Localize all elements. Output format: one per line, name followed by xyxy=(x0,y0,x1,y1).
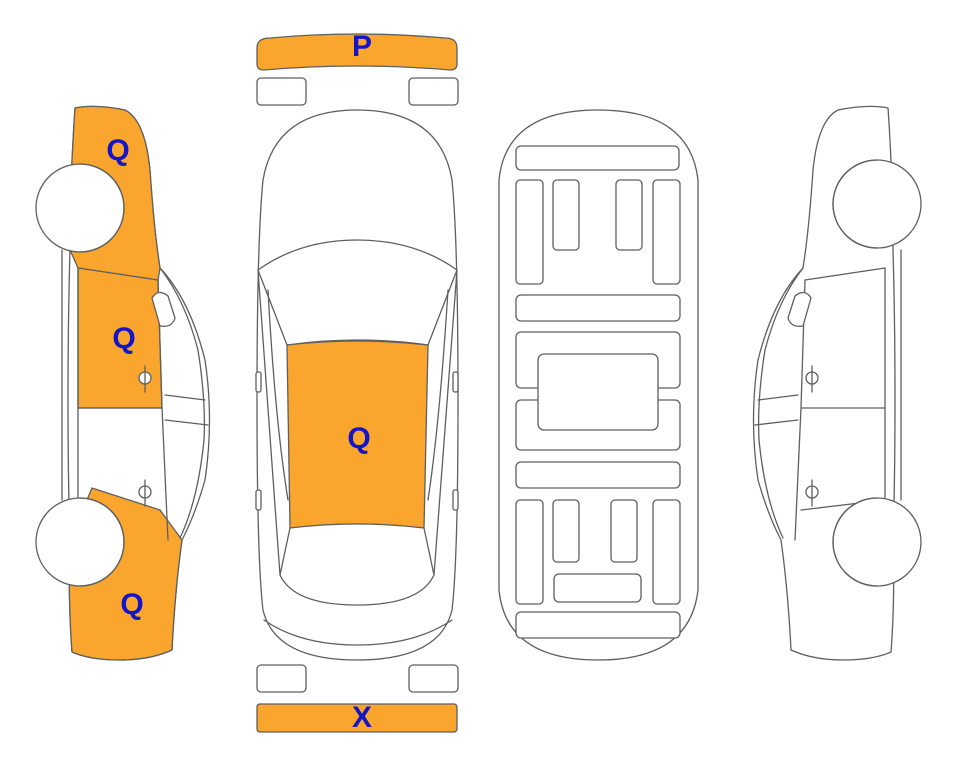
left-side-view: Q Q Q xyxy=(35,105,211,661)
right-side-view xyxy=(752,105,922,661)
front-bumper-damage xyxy=(256,33,458,71)
left-rear-quarter-code: Q xyxy=(120,588,143,621)
rear-window xyxy=(279,523,435,606)
front-left-light xyxy=(256,77,307,106)
rear-right-light xyxy=(408,664,459,693)
top-mirror-left xyxy=(255,371,262,393)
left-door-handle-rear xyxy=(138,479,152,507)
rear-bumper-damage xyxy=(256,703,458,733)
right-mirror xyxy=(787,291,812,327)
right-door-handle-rear xyxy=(805,479,819,507)
front-bumper-code: P xyxy=(352,30,372,63)
rear-left-light xyxy=(256,664,307,693)
right-door-handle-front xyxy=(805,365,819,393)
rear-bumper-code: X xyxy=(352,701,372,734)
roof-code: Q xyxy=(347,422,370,455)
left-front-fender-code: Q xyxy=(106,134,129,167)
left-front-door-code: Q xyxy=(112,322,135,355)
front-right-light xyxy=(408,77,459,106)
windshield xyxy=(257,239,458,346)
left-door-handle-front xyxy=(138,365,152,393)
top-mirror-right xyxy=(452,371,459,393)
underbody-view xyxy=(498,109,699,661)
top-view: P Q X xyxy=(255,30,459,734)
left-mirror xyxy=(151,291,176,327)
